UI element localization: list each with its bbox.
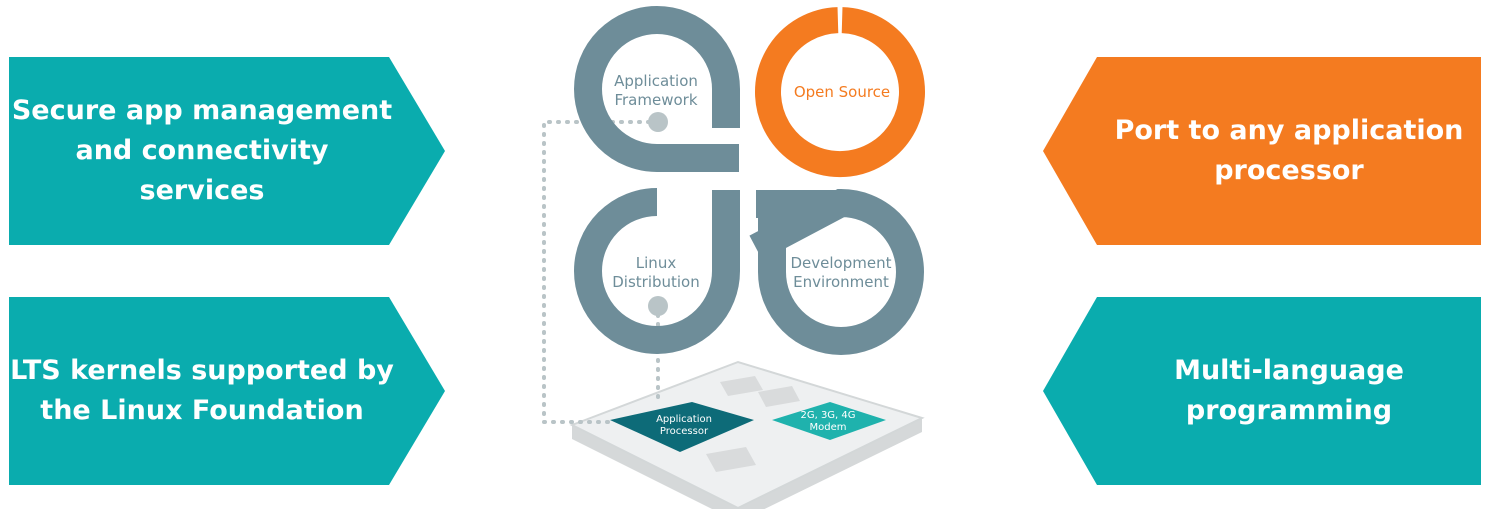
linux-distribution-loop [573, 188, 740, 354]
banner-secure-app-management: Secure app management and connectivity s… [9, 57, 445, 245]
processor-label-line2: Processor [660, 426, 709, 437]
legato-diagram: Application Processor 2G, 3G, 4G Modem A… [542, 6, 925, 509]
linux-distribution-label-line1: Linux [636, 254, 677, 272]
banner-lts-kernels: LTS kernels supported by the Linux Found… [9, 297, 445, 485]
banner-port-to-processor: Port to any application processor [1043, 57, 1481, 245]
app-framework-label-line2: Framework [614, 91, 697, 109]
app-framework-node [648, 112, 668, 132]
dev-environment-label-line2: Environment [793, 273, 889, 291]
dev-environment-label-line1: Development [791, 254, 892, 272]
chip-pad [706, 447, 756, 472]
banner-multi-language: Multi-language programming [1043, 297, 1481, 485]
linux-distribution-node [648, 296, 668, 316]
application-processor-block [610, 402, 754, 452]
modem-label-line1: 2G, 3G, 4G [800, 410, 855, 421]
processor-label-line1: Application [656, 414, 712, 425]
dev-environment-loop [749, 188, 924, 355]
open-source-label: Open Source [794, 83, 890, 101]
modem-label-line2: Modem [810, 422, 847, 433]
modem-block [772, 402, 886, 440]
app-framework-loop [574, 6, 740, 172]
linux-distribution-label-line2: Distribution [612, 273, 700, 291]
chip-board: Application Processor 2G, 3G, 4G Modem [569, 360, 925, 509]
chip-pad [720, 376, 763, 396]
chip-pad [758, 386, 800, 407]
open-source-ring [755, 7, 925, 178]
app-framework-label-line1: Application [614, 72, 698, 90]
